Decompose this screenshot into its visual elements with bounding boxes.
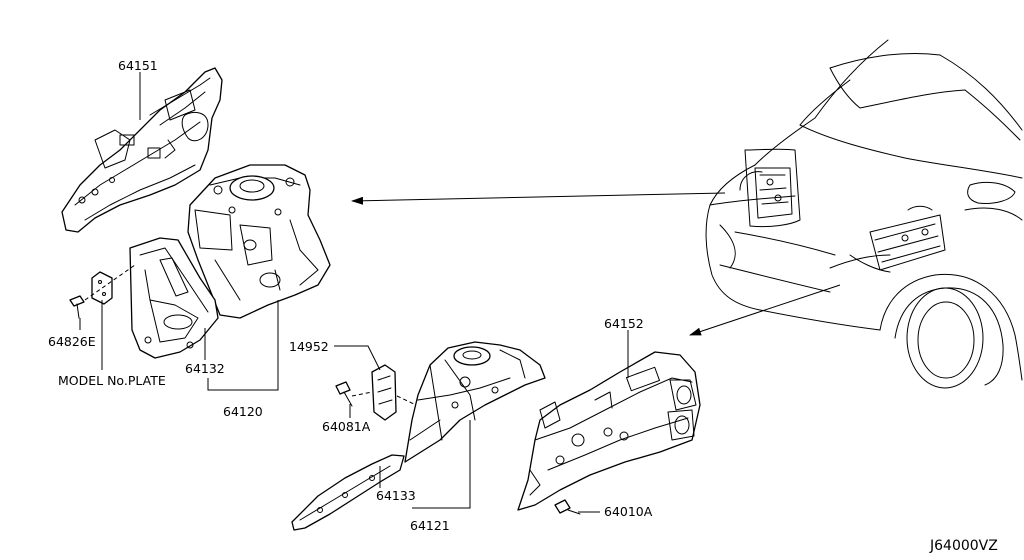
car-outline [705,39,1023,389]
part-64151-drawing [61,67,223,233]
part-14952-drawing [371,364,397,421]
part-64120-drawing [187,164,331,319]
part-64152-drawing [517,351,701,511]
part-64133-drawing [291,454,405,531]
part-64121-drawing [404,341,546,463]
arrow-to-left-assembly [351,192,726,205]
bolt-64081a-drawing [335,381,353,407]
label-64151: 64151 [118,58,158,73]
label-64081a: 64081A [322,419,371,434]
part-64132-drawing [129,237,219,359]
arrow-to-right-assembly [689,284,841,336]
label-64120: 64120 [223,404,263,419]
bolt-64010a-drawing [554,499,581,515]
label-64133: 64133 [376,488,416,503]
leader-lines [79,72,629,513]
screw-64826e-drawing [69,295,85,319]
label-64121: 64121 [410,518,450,533]
label-64010a: 64010A [604,504,653,519]
model-plate-drawing [91,271,113,305]
label-64152: 64152 [604,316,644,331]
label-64132: 64132 [185,361,225,376]
label-64826e: 64826E [48,334,96,349]
diagram-code: J64000VZ [929,538,998,554]
label-model-plate: MODEL No.PLATE [58,373,166,388]
label-14952: 14952 [289,339,329,354]
